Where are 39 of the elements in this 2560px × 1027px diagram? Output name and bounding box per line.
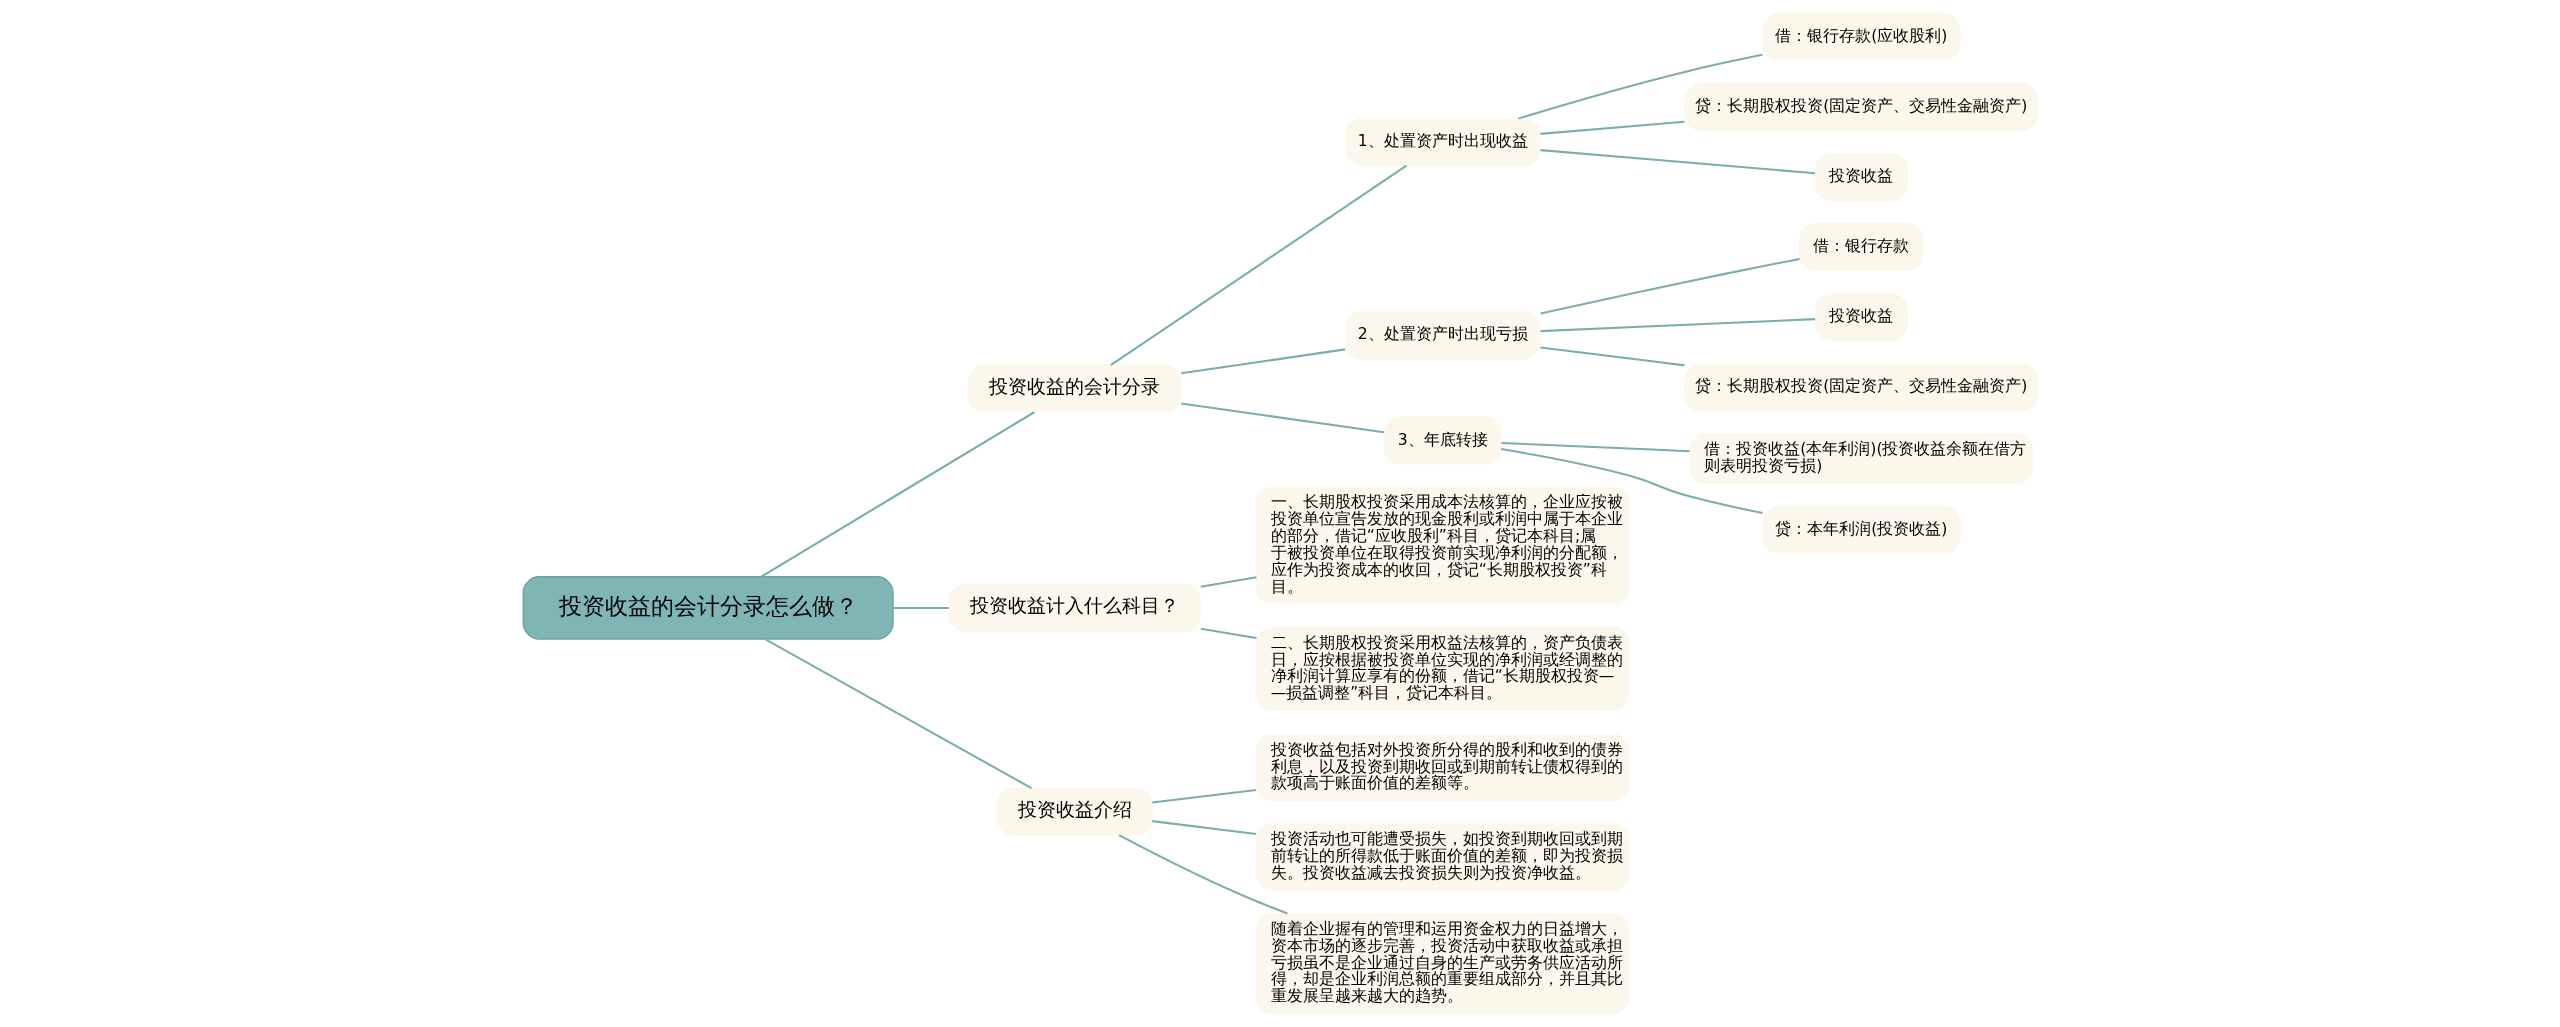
connector <box>1180 348 1345 375</box>
connector <box>1118 834 1288 915</box>
node-box: 投资活动也可能遭受损失，如投资到期收回或到期前转让的所得款低于账面价值的差额，即为投资损失。投资收益减去投资损失则为投资净收益。 <box>1255 823 1630 891</box>
connector <box>1517 53 1763 120</box>
connector <box>893 606 949 609</box>
connector <box>1151 820 1256 836</box>
node-box: 投资收益介绍 <box>996 787 1153 836</box>
node-box: 2、处置资产时出现亏损 <box>1344 311 1541 360</box>
node-box: 借：银行存款 <box>1798 223 1924 272</box>
node-box: 投资收益包括对外投资所分得的股利和收到的债券利息，以及投资到期收回或到期前转让债权得到的款项高于账面价值的差额等。 <box>1255 733 1630 802</box>
connector <box>760 411 1035 578</box>
node-box: 随着企业握有的管理和运用资金权力的日益增大，资本市场的逐步完善，投资活动中获取收益或承担亏损虽不是企业通过自身的生产或劳务供应活动所得，却是企业利润总额的重要组成部分，并且其比重发展呈越来越大的趋势。 <box>1255 912 1630 1015</box>
connector <box>1539 257 1800 315</box>
connector <box>1539 120 1685 135</box>
node-box: 3、年底转接 <box>1383 416 1502 465</box>
connector <box>1200 576 1257 588</box>
connector <box>764 638 1032 790</box>
connector <box>1151 788 1256 804</box>
node-box: 投资收益 <box>1814 153 1908 202</box>
node-box: 投资收益 <box>1814 293 1908 342</box>
node-box: 借：投资收益(本年利润)(投资收益余额在借方则表明投资亏损) <box>1688 433 2033 484</box>
node-box: 一、长期股权投资采用成本法核算的，企业应按被投资单位宣告发放的现金股利或利润中属于本企业的部分，借记“应收股利”科目，贷记本科目;属于被投资单位在取得投资前实现净利润的分配额，应作为投资成本的收回，贷记“长期股权投资”科目。 <box>1255 486 1630 605</box>
node-box: 投资收益计入什么科目？ <box>947 583 1201 632</box>
node-box: 投资收益的会计分录怎么做？ <box>522 576 894 640</box>
node-box: 贷：本年利润(投资收益) <box>1761 506 1961 555</box>
connector <box>1109 164 1407 366</box>
connector <box>1500 441 1690 453</box>
connector <box>1200 627 1257 640</box>
connector <box>1539 149 1815 175</box>
node-box: 贷：长期股权投资(固定资产、交易性金融资产) <box>1683 82 2038 131</box>
connector <box>1500 448 1763 515</box>
node-box: 二、长期股权投资采用权益法核算的，资产负债表日，应按根据被投资单位实现的净利润或经调整的净利润计算应享有的份额，借记“长期股权投资——损益调整”科目，贷记本科目。 <box>1255 626 1630 712</box>
node-box: 借：银行存款(应收股利) <box>1761 12 1961 61</box>
connector <box>1539 346 1685 367</box>
node-box: 1、处置资产时出现收益 <box>1344 117 1541 166</box>
connector <box>1539 318 1815 333</box>
node-box: 贷：长期股权投资(固定资产、交易性金融资产) <box>1683 363 2038 412</box>
connector <box>1180 402 1384 434</box>
node-box: 投资收益的会计分录 <box>967 364 1182 413</box>
